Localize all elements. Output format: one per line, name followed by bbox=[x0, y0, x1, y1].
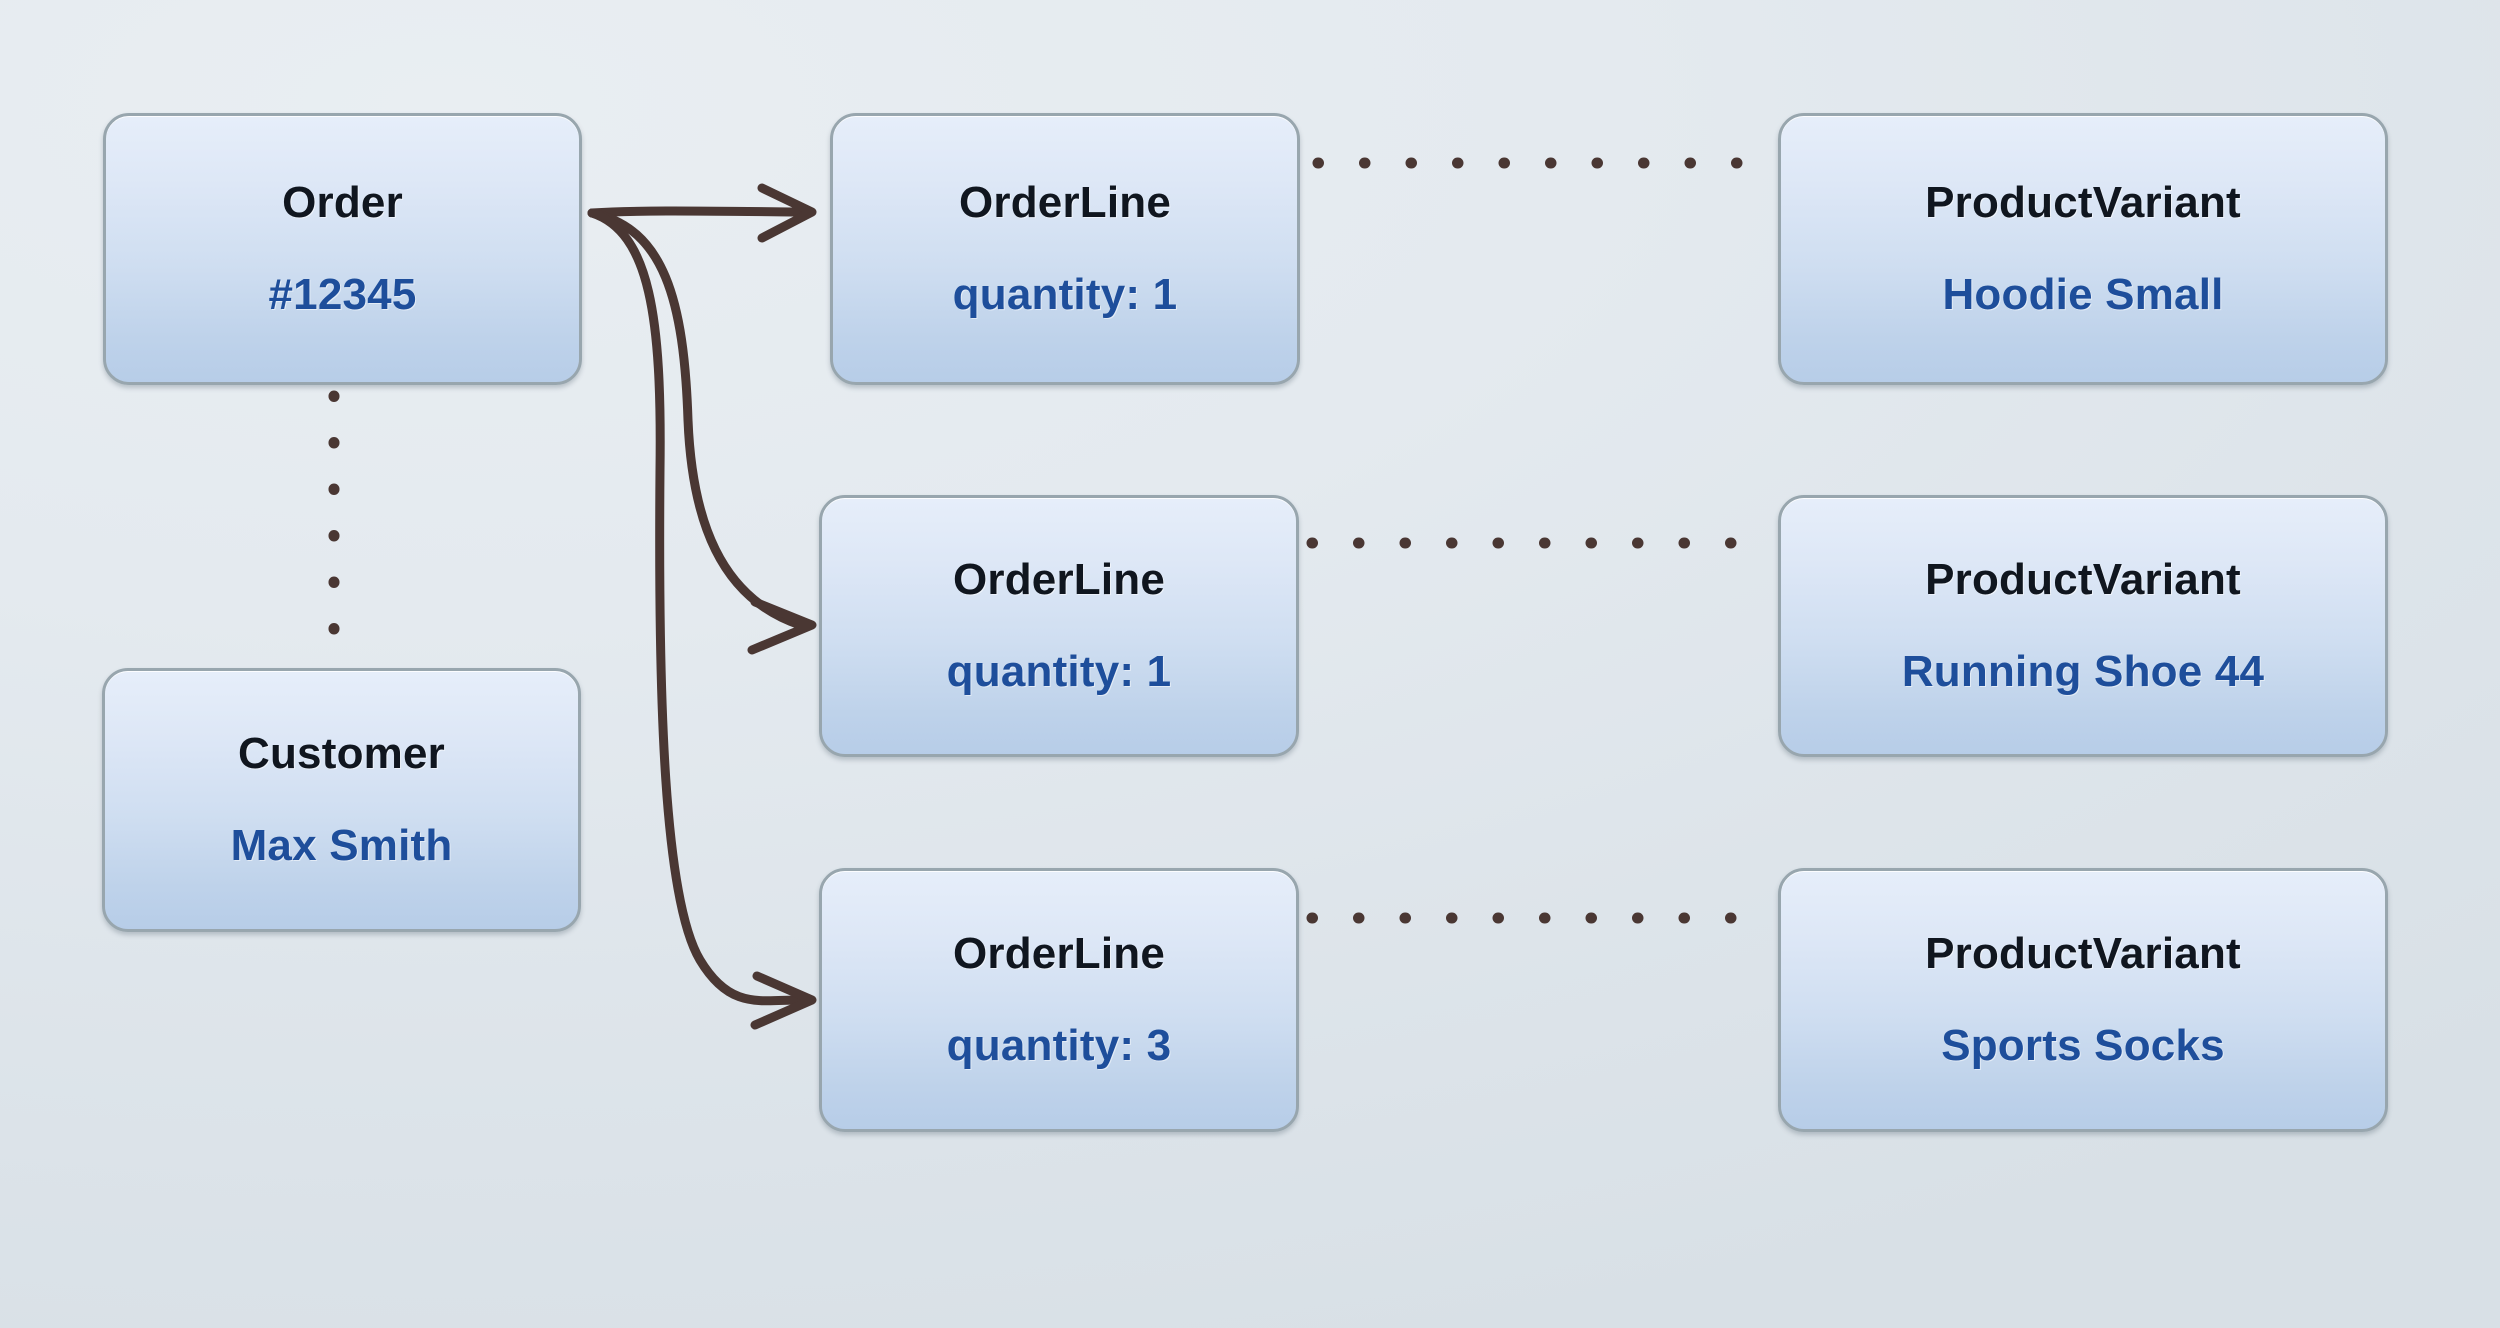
connector-order-to-orderline-1 bbox=[587, 183, 817, 243]
node-productvariant-2-value: Running Shoe 44 bbox=[1901, 647, 2265, 696]
node-productvariant-1[interactable]: ProductVariant Hoodie Small bbox=[1778, 113, 2388, 385]
node-productvariant-3-title: ProductVariant bbox=[1925, 928, 2241, 978]
node-customer[interactable]: Customer Max Smith bbox=[102, 668, 581, 932]
node-productvariant-2[interactable]: ProductVariant Running Shoe 44 bbox=[1778, 495, 2388, 757]
node-orderline-2-value: quantity: 1 bbox=[946, 647, 1172, 696]
node-orderline-3-title: OrderLine bbox=[952, 928, 1166, 978]
node-orderline-3-value: quantity: 3 bbox=[946, 1021, 1172, 1070]
connector-order-to-orderline-3 bbox=[587, 208, 817, 1030]
node-orderline-3[interactable]: OrderLine quantity: 3 bbox=[819, 868, 1299, 1132]
node-customer-value: Max Smith bbox=[230, 821, 453, 870]
node-order-value: #12345 bbox=[268, 270, 417, 319]
node-productvariant-1-title: ProductVariant bbox=[1925, 177, 2241, 227]
connector-order-to-orderline-2 bbox=[587, 208, 817, 655]
node-order[interactable]: Order #12345 bbox=[103, 113, 582, 385]
node-customer-title: Customer bbox=[238, 728, 445, 778]
node-productvariant-2-title: ProductVariant bbox=[1925, 554, 2241, 604]
node-productvariant-3[interactable]: ProductVariant Sports Socks bbox=[1778, 868, 2388, 1132]
node-orderline-1-title: OrderLine bbox=[958, 177, 1172, 227]
node-productvariant-1-value: Hoodie Small bbox=[1942, 270, 2224, 319]
node-orderline-1-value: quantity: 1 bbox=[952, 270, 1178, 319]
node-orderline-1[interactable]: OrderLine quantity: 1 bbox=[830, 113, 1300, 385]
node-productvariant-3-value: Sports Socks bbox=[1941, 1021, 2225, 1070]
node-orderline-2-title: OrderLine bbox=[952, 554, 1166, 604]
node-order-title: Order bbox=[282, 177, 403, 227]
node-orderline-2[interactable]: OrderLine quantity: 1 bbox=[819, 495, 1299, 757]
